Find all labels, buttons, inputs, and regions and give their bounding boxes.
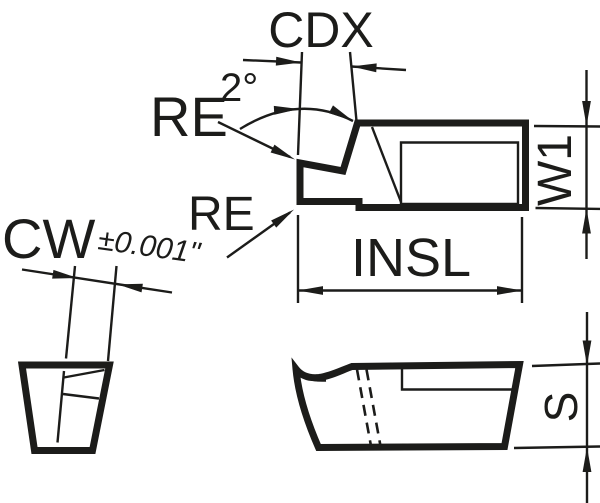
front-view-outline [17, 361, 114, 454]
front-view-chipbreaker-line-upper [63, 368, 105, 379]
s-dimension: S [513, 312, 600, 503]
re-leader-bottom: RE [188, 188, 297, 259]
w1-dimension: W1 [529, 70, 600, 259]
s-tick-top [531, 362, 600, 368]
cw-extension-line-left [64, 265, 77, 359]
w1-arrow-bottom [582, 208, 591, 234]
cdx-extension-line-right [348, 51, 358, 122]
angle-label: 2° [220, 66, 258, 110]
angle-arrow-left [273, 104, 300, 115]
front-view [17, 361, 114, 454]
cdx-arrow-right [351, 62, 377, 73]
top-view-chipbreaker-slant-line [370, 126, 403, 203]
front-view-chipbreaker-line-lower [62, 392, 100, 400]
s-arrow-bottom [582, 447, 592, 472]
cw-dimension: CW ±0.001" [2, 207, 203, 362]
top-view-outline [296, 119, 529, 211]
w1-tick-top [533, 124, 600, 128]
angle-dimension: 2° [220, 66, 356, 131]
cdx-extension-line-left [296, 51, 304, 156]
re-top-arrow [270, 144, 297, 164]
side-view-outline [291, 357, 524, 452]
re-leader-top: RE [150, 85, 297, 164]
cw-extension-line-right [106, 265, 118, 362]
cdx-arrow-left [275, 56, 302, 67]
s-label: S [535, 392, 587, 423]
top-view-pocket-rectangle [399, 141, 520, 206]
insl-dimension: INSL [296, 215, 524, 303]
w1-tick-bottom [535, 206, 600, 211]
s-arrow-top [582, 340, 592, 366]
insl-arrow-right [497, 286, 522, 295]
side-view-hidden-line-left [355, 369, 373, 447]
side-view-hidden-line-right [365, 369, 382, 447]
angle-arrow-right [328, 105, 356, 125]
side-view-nose-edge-line [297, 372, 327, 382]
front-view-edge-line [56, 370, 66, 443]
cw-dim-line [21, 268, 173, 294]
cw-label: CW [2, 207, 95, 270]
cw-arrow-right [116, 279, 143, 293]
insl-arrow-left [298, 286, 323, 295]
re-top-label: RE [150, 85, 228, 148]
re-bottom-label: RE [188, 188, 255, 241]
side-view [291, 357, 524, 452]
cdx-label: CDX [268, 2, 374, 58]
cdx-dimension: CDX [242, 2, 407, 156]
s-tick-bottom [513, 445, 600, 450]
w1-label: W1 [529, 134, 582, 206]
w1-arrow-top [582, 101, 591, 126]
re-bottom-arrow [271, 205, 297, 228]
insl-label: INSL [351, 228, 471, 288]
side-view-pocket-rectangle [400, 366, 518, 391]
top-view [296, 119, 529, 211]
